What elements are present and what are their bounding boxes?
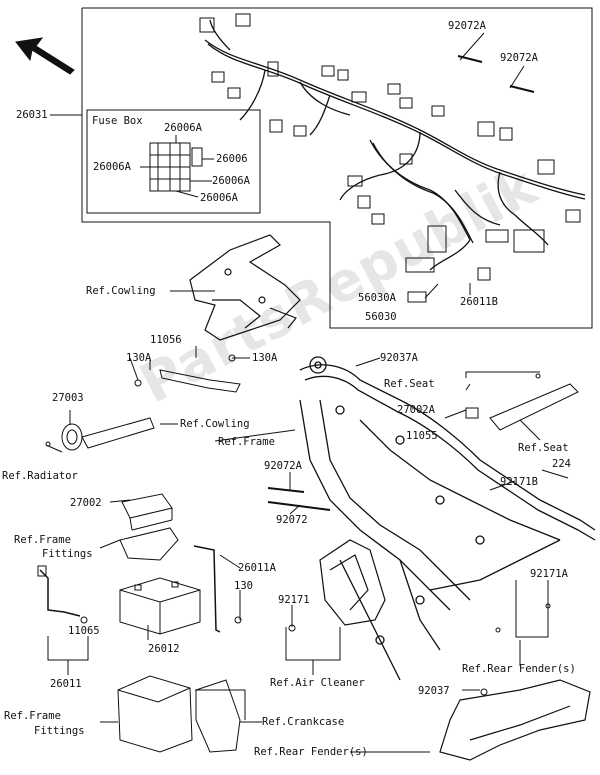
- part-number-27002A: 27002A: [397, 404, 435, 416]
- part-number-92171B: 92171B: [500, 476, 538, 488]
- ref-seat-label: Ref.Seat: [518, 442, 569, 454]
- ref-frame-fittings-label: Fittings: [42, 548, 93, 560]
- fuse-box-graphic: [140, 135, 214, 198]
- part-number-26011: 26011: [50, 678, 82, 690]
- ref-cowling-label: Ref.Cowling: [180, 418, 250, 430]
- bracket-11056: [159, 369, 241, 393]
- direction-arrow-icon: [15, 37, 75, 75]
- part-number-26031: 26031: [16, 109, 48, 121]
- part-number-92171: 92171: [278, 594, 310, 606]
- part-number-26006: 26006: [216, 153, 248, 165]
- part-number-92171A: 92171A: [530, 568, 568, 580]
- ecu-bracket: [119, 527, 179, 561]
- harness-box-outline: [81, 7, 593, 329]
- ref-rear-fender-label: Ref.Rear Fender(s): [462, 663, 576, 675]
- harness-connectors: [199, 13, 581, 303]
- lead-26011: [39, 569, 81, 617]
- ref-radiator-label: Ref.Radiator: [2, 470, 78, 482]
- part-number-130: 130: [234, 580, 253, 592]
- fuse-box-title: Fuse Box: [92, 115, 143, 127]
- part-number-92037: 92037: [418, 685, 450, 697]
- air-cleaner: [319, 539, 386, 626]
- part-number-56030: 56030: [365, 311, 397, 323]
- crankcase-cover: [195, 679, 241, 753]
- part-number-130A: 130A: [252, 352, 278, 364]
- part-number-27002: 27002: [70, 497, 102, 509]
- part-number-130A: 130A: [126, 352, 152, 364]
- part-number-26011B: 26011B: [460, 296, 498, 308]
- horn: [45, 417, 155, 451]
- main-frame: [299, 356, 596, 681]
- part-number-26011A: 26011A: [238, 562, 276, 574]
- ref-air-cleaner-label: Ref.Air Cleaner: [270, 677, 365, 689]
- ref-crankcase-label: Ref.Crankcase: [262, 716, 345, 728]
- lead-26011A: [193, 545, 221, 633]
- seat-bracket: [489, 383, 579, 431]
- part-number-92072A: 92072A: [500, 52, 538, 64]
- part-number-56030A: 56030A: [358, 292, 396, 304]
- part-number-11056: 11056: [150, 334, 182, 346]
- part-number-92072: 92072: [276, 514, 308, 526]
- part-number-26006A: 26006A: [164, 122, 202, 134]
- part-number-92037A: 92037A: [380, 352, 418, 364]
- part-number-11065: 11065: [68, 625, 100, 637]
- ecu-unit: [121, 493, 173, 531]
- ref-seat-label: Ref.Seat: [384, 378, 435, 390]
- part-number-27003: 27003: [52, 392, 84, 404]
- ref-frame-fittings-label: Ref.Frame: [4, 710, 61, 722]
- part-number-26006A: 26006A: [200, 192, 238, 204]
- ref-frame-fittings-label: Fittings: [34, 725, 85, 737]
- part-number-92072A: 92072A: [448, 20, 486, 32]
- fuse-box-outline: [86, 109, 261, 214]
- rear-fender: [439, 679, 591, 761]
- battery: [119, 577, 201, 635]
- part-number-11055: 11055: [406, 430, 438, 442]
- part-number-26012: 26012: [148, 643, 180, 655]
- part-number-26006A: 26006A: [93, 161, 131, 173]
- ref-frame-label: Ref.Frame: [218, 436, 275, 448]
- part-number-92072A: 92072A: [264, 460, 302, 472]
- cowling-stay: [189, 234, 301, 341]
- part-number-224: 224: [552, 458, 571, 470]
- ref-cowling-label: Ref.Cowling: [86, 285, 156, 297]
- battery-case: [117, 675, 193, 753]
- ref-frame-fittings-label: Ref.Frame: [14, 534, 71, 546]
- ref-rear-fender-label: Ref.Rear Fender(s): [254, 746, 368, 758]
- wiring-harness: [204, 19, 586, 271]
- part-number-26006A: 26006A: [212, 175, 250, 187]
